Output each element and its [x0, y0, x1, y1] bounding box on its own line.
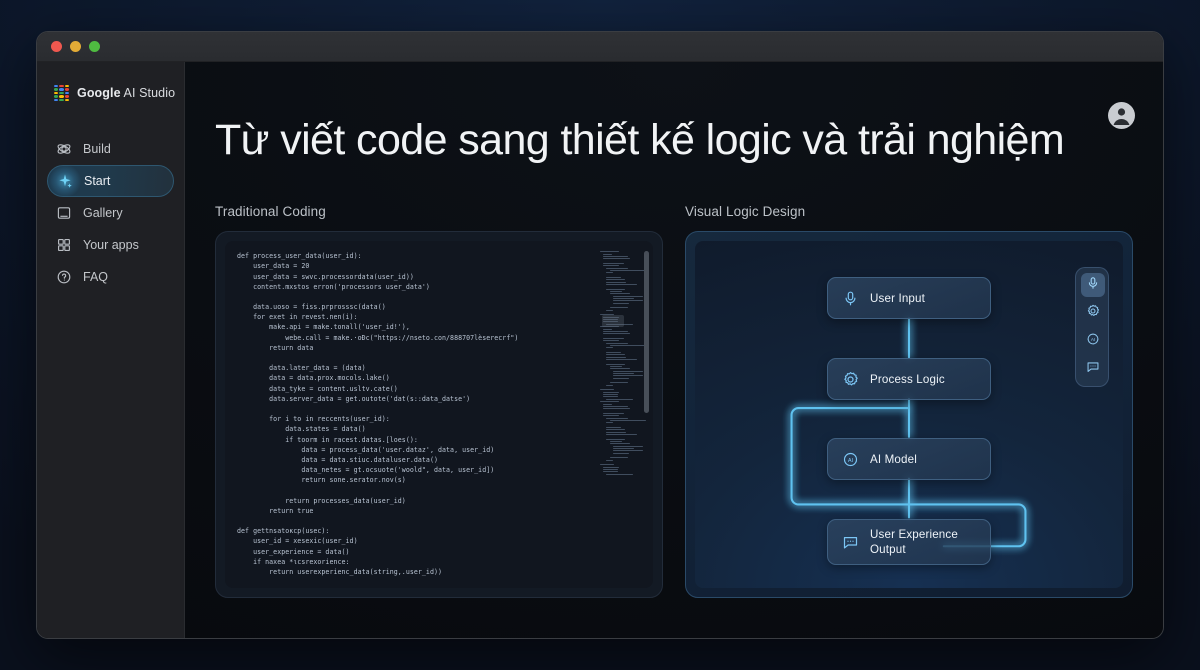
gear-icon [1086, 304, 1100, 323]
flow-node-label: Process Logic [870, 372, 945, 386]
sidebar-item-label: FAQ [83, 270, 109, 284]
brand-regular: AI Studio [120, 86, 176, 100]
sidebar-item-label: Start [84, 174, 111, 188]
panel-traditional-coding: Traditional Coding def process_user_data… [215, 204, 663, 599]
gallery-icon [56, 205, 72, 221]
window-close-button[interactable] [51, 41, 62, 52]
user-avatar-icon[interactable] [1108, 102, 1135, 129]
sidebar-item-build[interactable]: Build [47, 134, 174, 164]
toolbar-ai-button[interactable]: AI [1081, 329, 1105, 353]
code-card: def process_user_data(user_id): user_dat… [215, 231, 663, 599]
sidebar-item-start[interactable]: Start [47, 165, 174, 197]
page-title: Từ viết code sang thiết kế logic và trải… [215, 116, 1065, 164]
toolbar-chat-button[interactable] [1081, 357, 1105, 381]
sidebar-nav: Build Start [37, 134, 184, 292]
code-minimap[interactable] [597, 241, 653, 588]
panel-label-left: Traditional Coding [215, 204, 326, 220]
help-icon [56, 269, 72, 285]
app-window: Google AI Studio Build [36, 31, 1164, 639]
flow-connectors [790, 317, 1027, 548]
sidebar-item-label: Build [83, 142, 111, 156]
ai-chip-icon: AI [842, 451, 859, 468]
microphone-icon [842, 290, 859, 307]
flow-node-ai-model[interactable]: AI AI Model [827, 438, 991, 481]
flow-canvas[interactable]: User Input Process Logic [695, 241, 1123, 589]
sidebar: Google AI Studio Build [37, 62, 185, 638]
toolbar-microphone-button[interactable] [1081, 273, 1105, 298]
panels-row: Traditional Coding def process_user_data… [215, 204, 1133, 599]
flow-node-user-input[interactable]: User Input [827, 277, 991, 320]
chat-bubble-icon [1086, 360, 1100, 379]
chat-bubble-icon [842, 534, 859, 551]
window-maximize-button[interactable] [89, 41, 100, 52]
code-scrollbar[interactable] [644, 251, 649, 414]
build-icon [56, 141, 72, 157]
brand-text: Google AI Studio [77, 86, 175, 100]
svg-text:AI: AI [848, 458, 854, 464]
google-ai-studio-logo-icon [54, 84, 69, 102]
toolbar-settings-button[interactable] [1081, 301, 1105, 325]
sidebar-item-label: Your apps [83, 238, 139, 252]
microphone-icon [1086, 276, 1100, 295]
window-body: Google AI Studio Build [37, 62, 1163, 638]
brand-bold: Google [77, 86, 121, 100]
window-titlebar [37, 32, 1163, 62]
window-minimize-button[interactable] [70, 41, 81, 52]
sidebar-item-faq[interactable]: FAQ [47, 262, 174, 292]
svg-text:AI: AI [1091, 337, 1095, 342]
main-content: Từ viết code sang thiết kế logic và trải… [185, 62, 1163, 638]
gear-icon [842, 371, 859, 388]
code-content: def process_user_data(user_id): user_dat… [237, 252, 519, 576]
flow-card: User Input Process Logic [685, 231, 1133, 599]
sidebar-item-label: Gallery [83, 206, 123, 220]
code-editor[interactable]: def process_user_data(user_id): user_dat… [225, 241, 653, 589]
flow-node-label: User Input [870, 291, 925, 305]
sidebar-item-gallery[interactable]: Gallery [47, 198, 174, 228]
panel-label-right: Visual Logic Design [685, 204, 806, 220]
flow-node-process-logic[interactable]: Process Logic [827, 358, 991, 401]
sparkle-icon [57, 173, 73, 189]
grid-apps-icon [56, 237, 72, 253]
flow-toolbar: AI [1075, 267, 1109, 388]
minimap-highlight [602, 315, 624, 328]
flow-node-label: AI Model [870, 452, 917, 466]
ai-chip-icon: AI [1086, 332, 1100, 351]
panel-visual-logic-design: Visual Logic Design [685, 204, 1133, 599]
sidebar-item-your-apps[interactable]: Your apps [47, 230, 174, 260]
brand: Google AI Studio [37, 80, 184, 106]
